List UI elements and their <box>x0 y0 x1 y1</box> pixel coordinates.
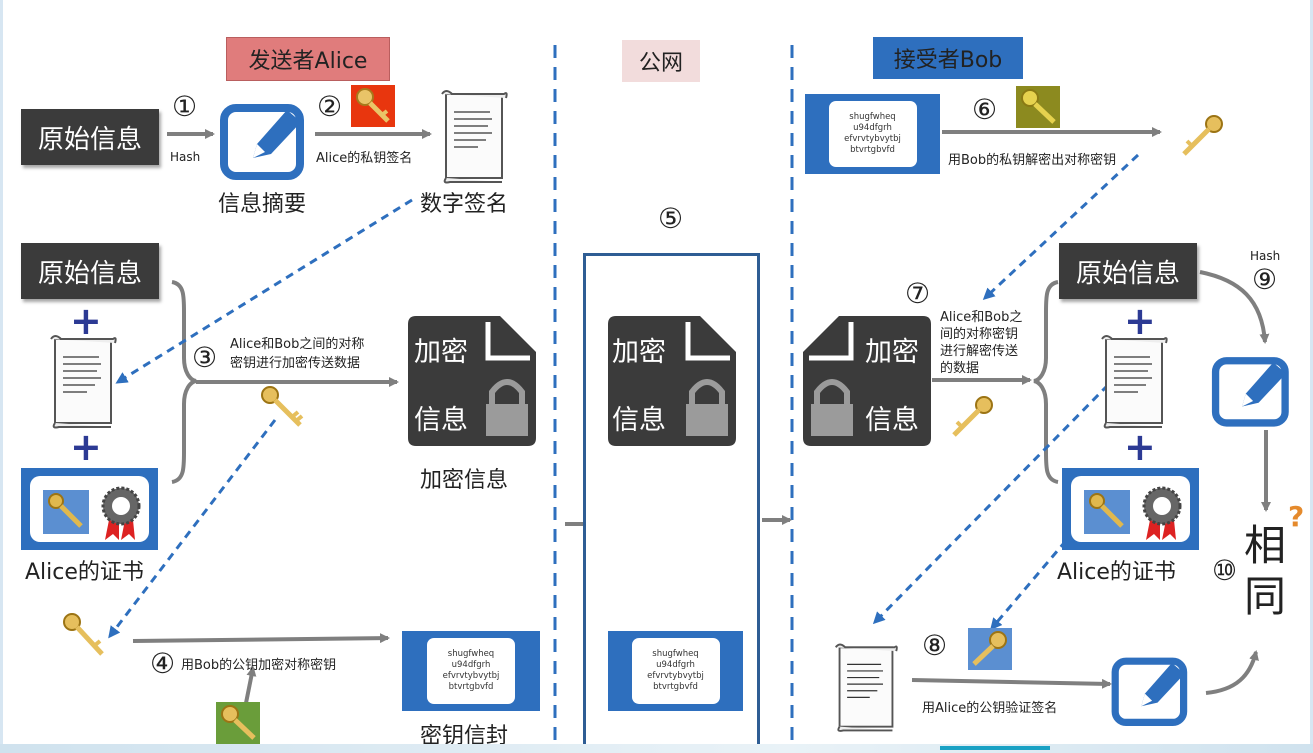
symmetric-key-icon-2 <box>63 613 104 656</box>
plus-sign-2: + <box>70 425 102 469</box>
plus-sign-1: + <box>70 299 102 343</box>
receiver-symmetric-key-icon <box>952 396 993 437</box>
receiver-doc-line1: 加密 <box>865 337 919 368</box>
cipher-line: shugfwheq <box>652 649 699 659</box>
step5-number: ⑤ <box>658 202 684 235</box>
receiver-plus-sign-2: + <box>1124 425 1156 469</box>
same-char-1: 相 <box>1244 521 1287 570</box>
arrow-keyup <box>244 666 257 704</box>
encrypted-doc-line2: 信息 <box>414 405 468 436</box>
receiver-certificate-icon <box>1062 468 1199 550</box>
receiver-envelope-card: shugfwheq u94dfgrh efvrvtybvytbj btvrtgb… <box>828 101 917 167</box>
cipher-line: btvrtgbvfd <box>653 682 698 692</box>
digest-label: 信息摘要 <box>218 192 307 217</box>
cipher-line: shugfwheq <box>447 649 495 659</box>
sign-with-private-label: Alice的私钥签名 <box>316 151 413 166</box>
receiver-plus-sign-1: + <box>1124 299 1156 343</box>
cipher-line: efvrvtybvytbj <box>442 671 500 681</box>
cipher-line: efvrvtybvytbj <box>844 134 901 144</box>
alice-public-key-icon <box>968 628 1012 670</box>
receiver-encrypted-doc-icon: 加密 信息 <box>803 316 931 446</box>
receiver-tag: 接受者Bob <box>873 37 1023 79</box>
public-key-icon <box>216 702 260 744</box>
cipher-line: u94dfgrh <box>656 660 695 670</box>
receiver-hash-label: Hash <box>1250 249 1281 263</box>
decrypt-desc-line1: Alice和Bob之 <box>940 310 1023 325</box>
cipher-line: u94dfgrh <box>853 123 892 133</box>
symmetric-desc-line1: Alice和Bob之间的对称 <box>230 337 365 352</box>
verify-with-alice-pub-label: 用Alice的公钥验证签名 <box>922 701 1058 716</box>
receiver-original-info-box: 原始信息 <box>1059 243 1197 299</box>
step2-number: ② <box>317 90 343 123</box>
network-encrypted-doc-icon: 加密 信息 <box>608 316 736 446</box>
key-envelope: shugfwheq u94dfgrh efvrvtybvytbj btvrtgb… <box>402 631 540 711</box>
arrow-verify-to-same <box>1205 650 1259 695</box>
encrypt-with-bob-pub-label: 用Bob的公钥加密对称密钥 <box>181 658 337 673</box>
public-network-tag: 公网 <box>622 40 700 82</box>
verify-digest-icon <box>1111 657 1188 726</box>
receiver-key-envelope: shugfwheq u94dfgrh efvrvtybvytbj btvrtgb… <box>805 94 940 174</box>
dash-cert-to-key <box>990 529 1077 631</box>
receiver-brace <box>1033 280 1059 484</box>
arrow-step8 <box>911 678 1112 689</box>
cipher-line: efvrvtybvytbj <box>647 671 704 681</box>
original-info-box: 原始信息 <box>21 109 159 165</box>
step9-number: ⑨ <box>1252 263 1278 296</box>
private-key-icon <box>351 85 395 127</box>
step3-number: ③ <box>192 341 218 374</box>
cipher-line: u94dfgrh <box>451 660 491 670</box>
step7-number: ⑦ <box>905 277 931 310</box>
receiver-alice-cert-label: Alice的证书 <box>1057 560 1176 585</box>
bottom-accent <box>940 746 1050 750</box>
signature-scroll-icon <box>441 90 508 184</box>
dash-key-to-encrypted <box>982 153 1140 301</box>
network-key-envelope: shugfwheq u94dfgrh efvrvtybvytbj btvrtgb… <box>608 631 743 711</box>
digital-signature-label: 数字签名 <box>420 192 509 217</box>
decrypt-desc-line2: 间的对称密钥 <box>940 327 1019 342</box>
sender-brace <box>171 280 197 484</box>
step6-number: ⑥ <box>972 93 998 126</box>
original-info-box-2: 原始信息 <box>21 243 159 299</box>
receiver-doc-line2: 信息 <box>865 405 919 436</box>
receiver-signature-scroll-icon <box>1101 335 1168 429</box>
symmetric-key-icon <box>261 386 304 427</box>
sender-tag: 发送者Alice <box>226 37 390 81</box>
signature-scroll-icon-2 <box>50 335 117 429</box>
certificate-icon <box>21 468 158 550</box>
decrypt-with-bob-priv-label: 用Bob的私钥解密出对称密钥 <box>948 153 1117 168</box>
digest-icon <box>220 104 304 180</box>
decrypt-desc-line4: 的数据 <box>940 361 980 376</box>
decrypt-desc-line3: 进行解密传送 <box>940 344 1019 359</box>
bottom-strip <box>0 744 1313 753</box>
cipher-line: btvrtgbvfd <box>850 145 895 155</box>
same-char-2: 同 <box>1244 572 1287 621</box>
key-envelope-card: shugfwheq u94dfgrh efvrvtybvytbj btvrtgb… <box>427 638 515 704</box>
receiver-signature-scroll-icon-2 <box>834 643 898 732</box>
step1-number: ① <box>172 90 198 123</box>
question-mark: ? <box>1288 500 1305 533</box>
alice-cert-label: Alice的证书 <box>25 560 144 585</box>
arrow-step4 <box>132 633 390 644</box>
decrypted-key-icon <box>1182 115 1223 156</box>
encrypted-doc-line1: 加密 <box>414 337 468 368</box>
bob-private-key-icon <box>1016 86 1060 128</box>
symmetric-desc-line2: 密钥进行加密传送数据 <box>230 356 361 371</box>
network-doc-line2: 信息 <box>612 405 666 436</box>
cipher-line: btvrtgbvfd <box>448 682 494 692</box>
step4-number: ④ <box>150 647 176 680</box>
network-doc-line1: 加密 <box>612 337 666 368</box>
encrypted-info-label: 加密信息 <box>420 468 509 493</box>
receiver-digest-icon <box>1211 357 1289 427</box>
network-envelope-card: shugfwheq u94dfgrh efvrvtybvytbj btvrtgb… <box>631 638 720 704</box>
hash-label: Hash <box>170 150 201 164</box>
step10-number: ⑩ <box>1212 554 1238 587</box>
step8-number: ⑧ <box>922 629 948 662</box>
arrow-step9 <box>1199 270 1270 344</box>
encrypted-doc-icon: 加密 信息 <box>408 316 536 446</box>
dash-sig-to-bundle <box>115 198 413 384</box>
dash-key-to-key <box>108 419 277 639</box>
cipher-line: shugfwheq <box>849 112 896 122</box>
